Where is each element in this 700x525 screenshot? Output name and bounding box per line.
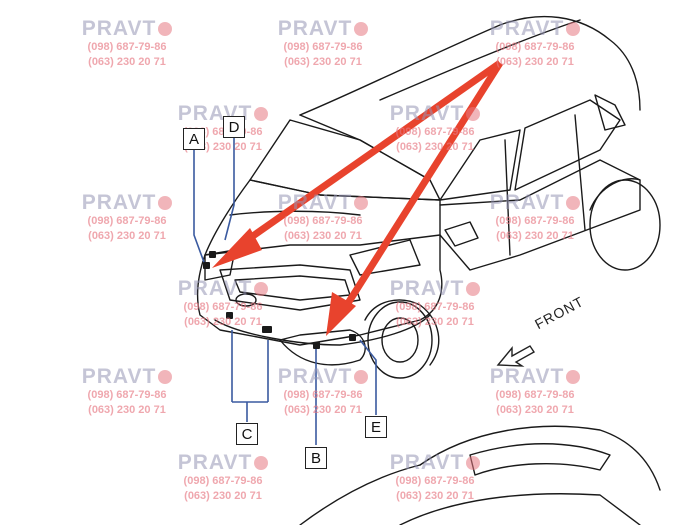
leader-a: [193, 150, 206, 266]
rear-wheel-arch: [589, 178, 641, 211]
callout-c: C: [236, 423, 258, 445]
callout-b: B: [305, 447, 327, 469]
sensor-b-marker: [313, 342, 320, 349]
front-fascia: [196, 234, 443, 346]
callout-a: A: [183, 128, 205, 150]
fog-lamp-area: [279, 329, 366, 366]
leader-d: [224, 138, 235, 241]
arrow-to-front-sensor: [237, 60, 503, 248]
sensor-c2-marker: [262, 326, 272, 333]
front-wheel: [367, 301, 433, 379]
arrow-to-lower-sensor: [342, 61, 503, 310]
door-line-1: [504, 139, 511, 256]
second-car-window: [469, 443, 611, 476]
second-car-roof: [419, 425, 661, 491]
red-arrows: [212, 60, 503, 336]
side-body: [439, 159, 641, 271]
callout-e: E: [365, 416, 387, 438]
headlight-right: [349, 239, 421, 276]
leader-c: [231, 330, 269, 422]
side-window-front: [439, 129, 521, 201]
grille: [219, 264, 361, 311]
arrow-head-lower: [326, 292, 356, 336]
hood-crease: [229, 210, 361, 216]
roof-rail: [379, 19, 581, 101]
rear-quarter-window: [594, 94, 626, 131]
door-line-2: [574, 114, 586, 231]
sensor-e-marker: [349, 334, 356, 341]
arrow-head-front: [212, 228, 262, 268]
sensor-a-marker: [203, 262, 210, 269]
front-arrow-icon: [496, 345, 536, 367]
grille-emblem: [235, 293, 257, 307]
lower-bumper: [214, 314, 431, 346]
front-wheel-arch: [364, 299, 440, 366]
front-wheel-hub: [381, 317, 419, 363]
roof-outline: [299, 15, 641, 116]
headlight-left: [204, 249, 236, 281]
second-car-line: [299, 464, 421, 525]
side-mirror: [444, 221, 479, 247]
second-car-body: [399, 493, 641, 525]
rear-wheel: [589, 179, 661, 271]
sensor-c1-marker: [226, 312, 233, 319]
sensor-d-marker: [209, 251, 216, 258]
side-window-rear: [514, 99, 621, 191]
windshield: [249, 119, 441, 201]
leader-e: [359, 339, 377, 415]
callout-d: D: [223, 116, 245, 138]
